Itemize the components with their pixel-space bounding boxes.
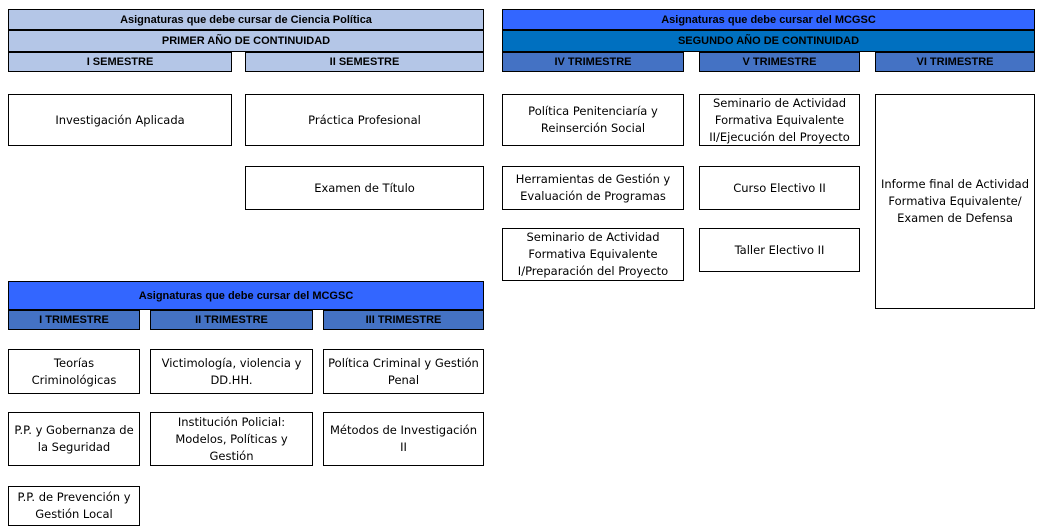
course-seminario-1: Seminario de Actividad Formativa Equival… <box>502 228 684 281</box>
mcgsc-primero-title: Asignaturas que debe cursar del MCGSC <box>8 281 484 310</box>
trimestre-6-header: VI TRIMESTRE <box>875 52 1035 72</box>
course-metodos-investigacion: Métodos de Investigación II <box>323 412 484 466</box>
course-pp-gobernanza: P.P. y Gobernanza de la Seguridad <box>8 412 140 466</box>
course-investigacion-aplicada: Investigación Aplicada <box>8 94 232 146</box>
ciencia-politica-title: Asignaturas que debe cursar de Ciencia P… <box>8 9 484 30</box>
course-teorias-criminologicas: Teorías Criminológicas <box>8 349 140 394</box>
primer-ano-header: PRIMER AÑO DE CONTINUIDAD <box>8 30 484 52</box>
course-taller-electivo: Taller Electivo II <box>699 228 860 272</box>
trimestre-3-header: III TRIMESTRE <box>323 310 484 330</box>
course-examen-titulo: Examen de Título <box>245 166 484 210</box>
course-victimologia: Victimología, violencia y DD.HH. <box>150 349 313 394</box>
course-informe-final: Informe final de Actividad Formativa Equ… <box>875 94 1035 309</box>
course-politica-criminal: Política Criminal y Gestión Penal <box>323 349 484 394</box>
segundo-ano-header: SEGUNDO AÑO DE CONTINUIDAD <box>502 30 1035 52</box>
semestre-1-header: I SEMESTRE <box>8 52 232 72</box>
trimestre-1-header: I TRIMESTRE <box>8 310 140 330</box>
course-practica-profesional: Práctica Profesional <box>245 94 484 146</box>
course-institucion-policial: Institución Policial: Modelos, Políticas… <box>150 412 313 466</box>
course-politica-penitenciaria: Política Penitenciaría y Reinserción Soc… <box>502 94 684 146</box>
course-seminario-2: Seminario de Actividad Formativa Equival… <box>699 94 860 146</box>
trimestre-2-header: II TRIMESTRE <box>150 310 313 330</box>
course-curso-electivo: Curso Electivo II <box>699 166 860 210</box>
trimestre-4-header: IV TRIMESTRE <box>502 52 684 72</box>
course-pp-prevencion: P.P. de Prevención y Gestión Local <box>8 486 140 526</box>
mcgsc-segundo-title: Asignaturas que debe cursar del MCGSC <box>502 9 1035 30</box>
semestre-2-header: II SEMESTRE <box>245 52 484 72</box>
course-herramientas-gestion: Herramientas de Gestión y Evaluación de … <box>502 166 684 210</box>
trimestre-5-header: V TRIMESTRE <box>699 52 860 72</box>
